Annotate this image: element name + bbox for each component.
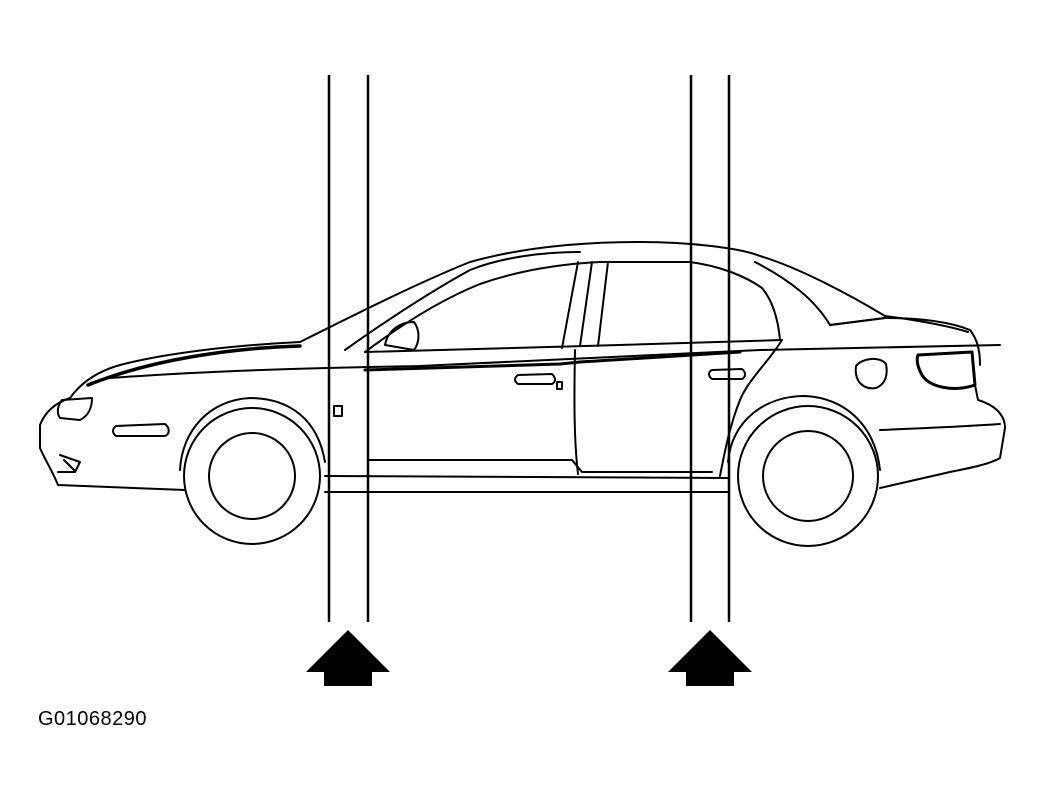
spoiler — [884, 315, 969, 333]
sill-line — [367, 459, 713, 473]
rear-rim — [762, 430, 854, 522]
hood-crease — [86, 344, 302, 387]
rear-tire — [737, 405, 879, 547]
roof-line — [299, 241, 886, 343]
rear-deck — [829, 317, 981, 366]
tail-light — [915, 350, 977, 390]
fender-marker — [333, 405, 343, 417]
front-door-edge — [573, 349, 579, 475]
fuel-door — [854, 358, 888, 390]
rear-lift-arrow-icon — [668, 630, 752, 686]
b-pillar — [561, 261, 609, 349]
door-lock — [556, 381, 563, 390]
rocker-panel — [324, 475, 729, 493]
front-wheel — [183, 407, 321, 545]
figure-id-label: G01068290 — [38, 708, 148, 730]
rear-quarter-window — [754, 261, 886, 326]
rear-door-handle — [708, 368, 746, 380]
window-frame-top — [364, 261, 781, 353]
lower-grille — [57, 454, 81, 473]
front-lift-arrow-icon — [306, 630, 390, 686]
upper-side-line — [363, 350, 742, 372]
lift-guide-lines — [327, 75, 731, 622]
character-line — [109, 344, 1001, 379]
rear-bumper-line — [879, 423, 1001, 431]
rear-wheel — [737, 405, 879, 547]
lift-arrows — [306, 630, 752, 686]
rear-door-edge — [719, 339, 783, 477]
front-marker — [112, 423, 170, 437]
sedan-outline — [39, 241, 1006, 493]
hood-line — [69, 341, 301, 399]
front-wheel-arch — [179, 397, 326, 471]
front-door-handle — [514, 373, 556, 385]
rear-wheel-arch — [727, 395, 881, 471]
front-rim — [208, 432, 296, 520]
front-bumper — [39, 397, 186, 491]
side-mirror — [384, 321, 420, 351]
front-tire — [183, 407, 321, 545]
windshield — [344, 251, 581, 351]
headlight — [56, 397, 93, 421]
rear-bumper — [879, 384, 1006, 489]
belt-line — [364, 339, 783, 353]
